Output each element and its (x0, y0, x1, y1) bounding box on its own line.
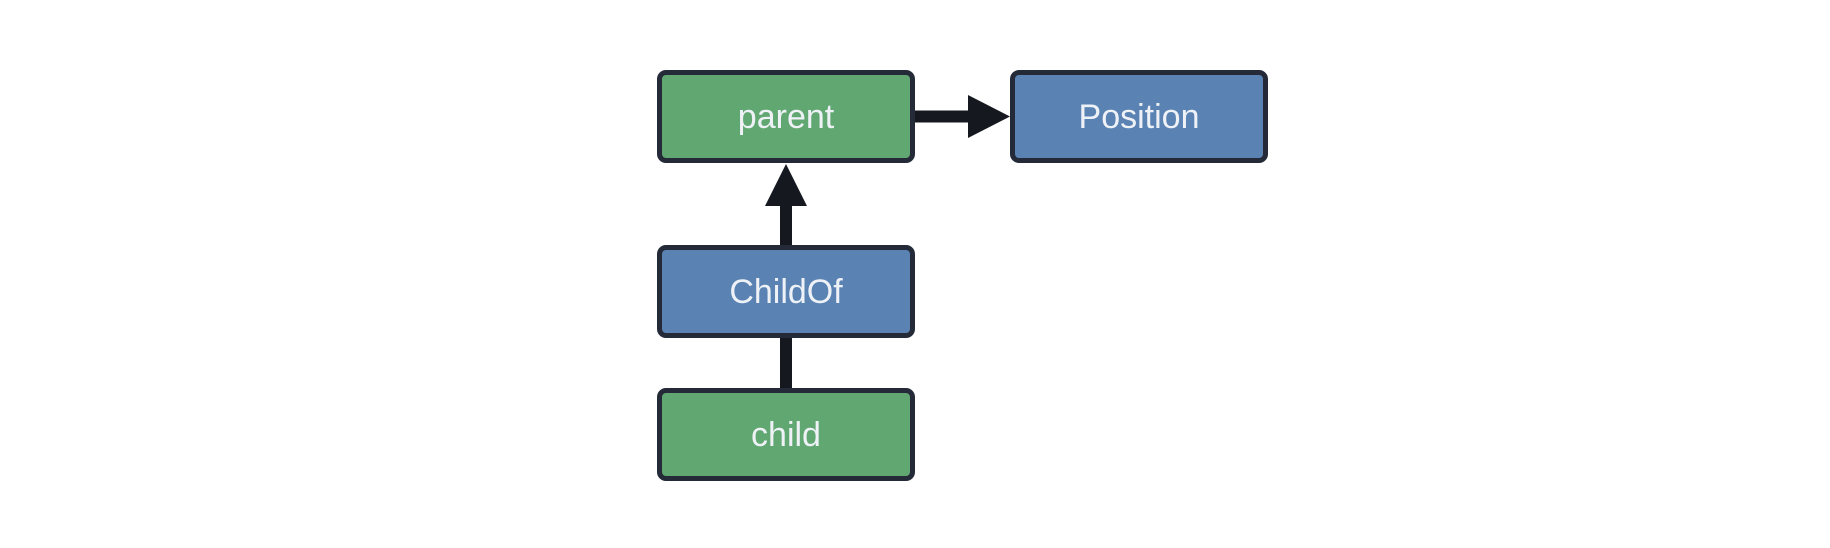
node-position-label: Position (1078, 97, 1200, 136)
arrowhead-up-icon (765, 164, 807, 206)
node-parent-label: parent (737, 97, 835, 136)
node-childof-label: ChildOf (729, 272, 843, 311)
node-position: Position (1010, 70, 1268, 163)
arrowhead-right-icon (968, 95, 1010, 138)
node-child-label: child (751, 415, 821, 454)
node-parent: parent (657, 70, 915, 163)
edge-parent-position (913, 95, 1010, 138)
edge-childof-parent (765, 164, 807, 247)
node-childof: ChildOf (657, 245, 915, 338)
node-child: child (657, 388, 915, 481)
